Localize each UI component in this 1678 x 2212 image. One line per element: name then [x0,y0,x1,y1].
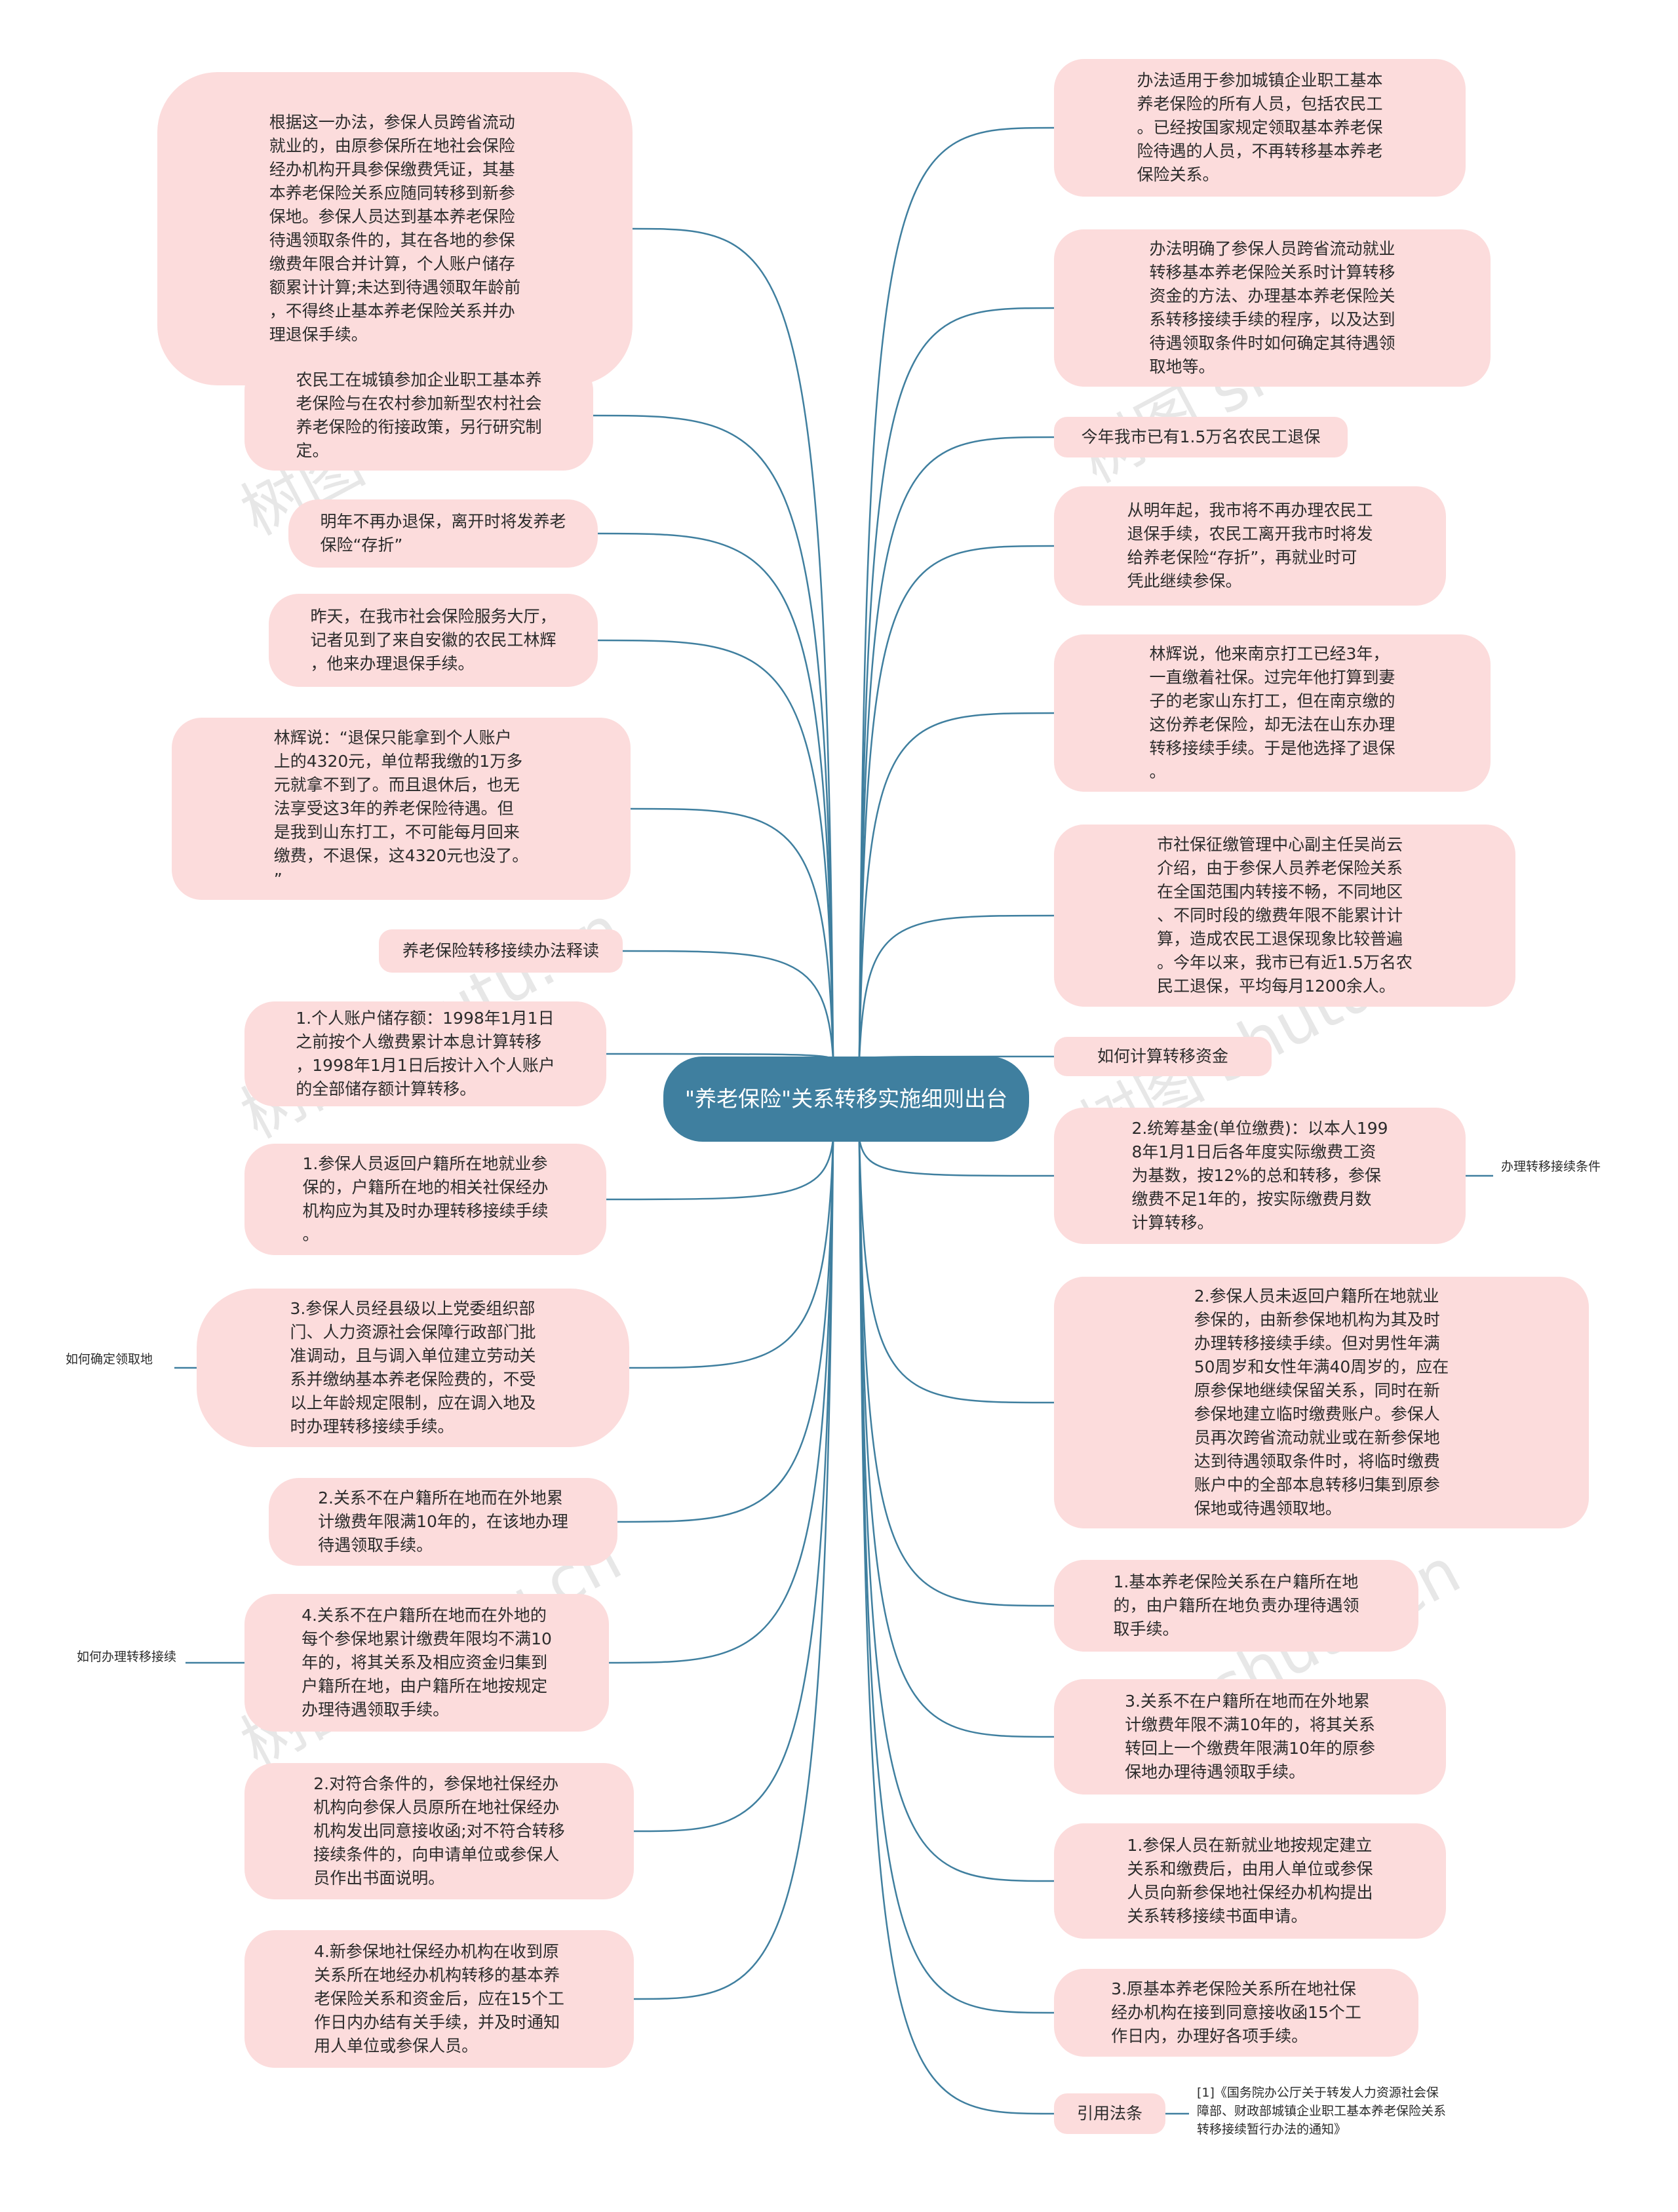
right-connector [858,1138,1055,1404]
right-branch-node[interactable]: 办法适用于参加城镇企业职工基本 养老保险的所有人员，包括农民工 。已经按国家规定… [1054,59,1466,197]
right-branch-node[interactable]: 如何计算转移资金 [1054,1037,1272,1076]
left-branch-node-text: 昨天，在我市社会保险服务大厅， 记者见到了来自安徽的农民工林辉 ，他来办理退保手… [310,607,556,673]
left-connector [630,807,834,1060]
left-branch-node[interactable]: 农民工在城镇参加企业职工基本养 老保险与在农村参加新型农村社会 养老保险的衔接政… [244,360,593,471]
left-connector [597,639,834,1060]
root-topic[interactable]: "养老保险"关系转移实施细则出台 [663,1057,1029,1142]
right-branch-node-text: 从明年起，我市将不再办理农民工 退保手续，农民工离开我市时将发 给养老保险“存折… [1127,501,1373,591]
right-connector [858,436,1055,1060]
left-branch-node[interactable]: 1.个人账户储存额：1998年1月1日 之前按个人缴费累计本息计算转移 ，199… [244,1001,606,1106]
left-branch-node[interactable]: 1.参保人员返回户籍所在地就业参 保的，户籍所在地的相关社保经办 机构应为其及时… [244,1144,606,1255]
right-branch-node[interactable]: 办法明确了参保人员跨省流动就业 转移基本养老保险关系时计算转移 资金的方法、办理… [1054,229,1491,387]
left-branch-node[interactable]: 明年不再办退保，离开时将发养老 保险“存折” [288,499,598,568]
left-branch-node-text: 4.关系不在户籍所在地而在外地的 每个参保地累计缴费年限均不满10 年的，将其关… [302,1606,552,1719]
right-connector [858,1138,1055,1882]
right-branch-node[interactable]: 1.基本养老保险关系在户籍所在地 的，由户籍所在地负责办理待遇领 取手续。 [1054,1560,1418,1652]
right-branch-node-text: 林辉说，他来南京打工已经3年， 一直缴着社保。过完年他打算到妻 子的老家山东打工… [1149,644,1395,781]
right-branch-node[interactable]: 市社保征缴管理中心副主任吴尚云 介绍，由于参保人员养老保险关系 在全国范围内转接… [1054,825,1515,1007]
left-branch-node-text: 养老保险转移接续办法释读 [402,941,599,960]
right-branch-node[interactable]: 2.参保人员未返回户籍所在地就业 参保的，由新参保地机构为其及时 办理转移接续手… [1054,1277,1589,1528]
right-branch-node-text: 如何计算转移资金 [1097,1047,1228,1066]
right-branch-node-text: 市社保征缴管理中心副主任吴尚云 介绍，由于参保人员养老保险关系 在全国范围内转接… [1157,835,1413,996]
left-branch-node-text: 农民工在城镇参加企业职工基本养 老保险与在农村参加新型农村社会 养老保险的衔接政… [296,370,542,460]
right-connector [858,1138,1055,1607]
right-branch-node-text: 2.参保人员未返回户籍所在地就业 参保的，由新参保地机构为其及时 办理转移接续手… [1194,1287,1449,1518]
left-connector [629,1138,834,1369]
left-branch-node-text: 林辉说：“退保只能拿到个人账户 上的4320元，单位帮我缴的1万多 元就拿不到了… [273,728,529,889]
right-branch-node-text: 1.参保人员在新就业地按规定建立 关系和缴费后，由用人单位或参保 人员向新参保地… [1127,1836,1373,1926]
right-branch-node-text: 今年我市已有1.5万名农民工退保 [1081,427,1321,446]
right-connector [858,307,1055,1060]
left-connector [606,1138,834,1201]
right-connector [858,1138,1055,2014]
right-branch-node[interactable]: 1.参保人员在新就业地按规定建立 关系和缴费后，由用人单位或参保 人员向新参保地… [1054,1823,1446,1939]
right-branch-node-text: 3.原基本养老保险关系所在地社保 经办机构在接到同意接收函15个工 作日内，办理… [1111,1979,1361,2046]
left-branch-node-text: 根据这一办法，参保人员跨省流动 就业的，由原参保所在地社会保险 经办机构开具参保… [269,113,521,344]
left-branch-node[interactable]: 4.关系不在户籍所在地而在外地的 每个参保地累计缴费年限均不满10 年的，将其关… [244,1594,609,1732]
left-connector [633,1138,834,1833]
outer-label[interactable]: 办理转移接续条件 [1501,1159,1601,1174]
right-connector [858,914,1055,1060]
outer-label[interactable]: [1]《国务院办公厅关于转发人力资源社会保 障部、财政部城镇企业职工基本养老保险… [1197,2086,1447,2137]
right-branch-node-text: 办法明确了参保人员跨省流动就业 转移基本养老保险关系时计算转移 资金的方法、办理… [1149,239,1395,376]
right-branch-node[interactable]: 从明年起，我市将不再办理农民工 退保手续，农民工离开我市时将发 给养老保险“存折… [1054,486,1446,606]
left-connector [632,227,834,1060]
left-branch-node-text: 1.个人账户储存额：1998年1月1日 之前按个人缴费累计本息计算转移 ，199… [296,1009,555,1098]
left-connector [622,950,834,1060]
left-branch-node-text: 3.参保人员经县级以上党委组织部 门、人力资源社会保障行政部门批 准调动，且与调… [290,1299,536,1436]
right-branch-node[interactable]: 3.原基本养老保险关系所在地社保 经办机构在接到同意接收函15个工 作日内，办理… [1054,1969,1418,2057]
right-branch-node[interactable]: 2.统筹基金(单位缴费)：以本人199 8年1月1日后各年度实际缴费工资 为基数… [1054,1108,1466,1244]
left-branch-node-text: 2.关系不在户籍所在地而在外地累 计缴费年限满10年的，在该地办理 待遇领取手续… [318,1488,568,1555]
left-branch-node[interactable]: 根据这一办法，参保人员跨省流动 就业的，由原参保所在地社会保险 经办机构开具参保… [157,72,633,385]
left-connector [597,532,834,1060]
left-branch-node[interactable]: 4.新参保地社保经办机构在收到原 关系所在地经办机构转移的基本养 老保险关系和资… [244,1930,634,2068]
left-connector [608,1138,834,1664]
left-branch-node-text: 1.参保人员返回户籍所在地就业参 保的，户籍所在地的相关社保经办 机构应为其及时… [302,1154,549,1244]
right-branch-node-text: 办法适用于参加城镇企业职工基本 养老保险的所有人员，包括农民工 。已经按国家规定… [1137,71,1383,184]
right-branch-node-text: 引用法条 [1076,2104,1142,2123]
left-branch-node-text: 4.新参保地社保经办机构在收到原 关系所在地经办机构转移的基本养 老保险关系和资… [314,1942,564,2055]
left-connector [617,1138,834,1523]
right-connector [858,545,1055,1060]
left-connector [593,414,834,1060]
right-connector [858,1138,1055,2115]
right-branch-node-text: 2.统筹基金(单位缴费)：以本人199 8年1月1日后各年度实际缴费工资 为基数… [1131,1119,1388,1232]
right-connector [858,712,1055,1060]
right-branch-node[interactable]: 引用法条 [1054,2093,1165,2134]
outer-label[interactable]: 如何确定领取地 [66,1352,153,1367]
right-branch-node[interactable]: 3.关系不在户籍所在地而在外地累 计缴费年限不满10年的，将其关系 转回上一个缴… [1054,1679,1446,1795]
outer-label[interactable]: 如何办理转移接续 [77,1650,177,1664]
left-branch-node-text: 明年不再办退保，离开时将发养老 保险“存折” [320,512,566,554]
left-branch-node[interactable]: 昨天，在我市社会保险服务大厅， 记者见到了来自安徽的农民工林辉 ，他来办理退保手… [269,594,598,687]
right-connector [858,126,1055,1060]
left-branch-node[interactable]: 2.对符合条件的，参保地社保经办 机构向参保人员原所在地社保经办 机构发出同意接… [244,1763,634,1899]
right-branch-node[interactable]: 今年我市已有1.5万名农民工退保 [1054,417,1348,457]
left-connector [633,1138,834,2000]
left-branch-node[interactable]: 3.参保人员经县级以上党委组织部 门、人力资源社会保障行政部门批 准调动，且与调… [197,1289,629,1447]
right-connector [858,1138,1055,1738]
right-connector [858,1138,1055,1177]
left-branch-node[interactable]: 林辉说：“退保只能拿到个人账户 上的4320元，单位帮我缴的1万多 元就拿不到了… [172,718,631,900]
left-branch-node-text: 2.对符合条件的，参保地社保经办 机构向参保人员原所在地社保经办 机构发出同意接… [313,1774,565,1888]
left-branch-node[interactable]: 2.关系不在户籍所在地而在外地累 计缴费年限满10年的，在该地办理 待遇领取手续… [269,1478,617,1566]
right-branch-node-text: 1.基本养老保险关系在户籍所在地 的，由户籍所在地负责办理待遇领 取手续。 [1113,1572,1359,1639]
right-branch-node[interactable]: 林辉说，他来南京打工已经3年， 一直缴着社保。过完年他打算到妻 子的老家山东打工… [1054,634,1491,792]
left-branch-node[interactable]: 养老保险转移接续办法释读 [379,929,623,973]
right-branch-node-text: 3.关系不在户籍所在地而在外地累 计缴费年限不满10年的，将其关系 转回上一个缴… [1125,1692,1375,1781]
